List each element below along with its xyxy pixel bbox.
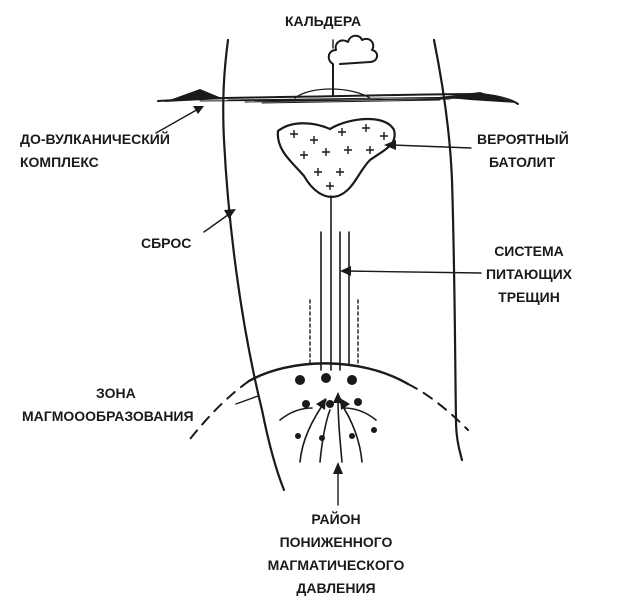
arrowhead-low-pressure — [333, 462, 343, 474]
label-magma-generation-zone: ЗОНА МАГМОООБРАЗОВАНИЯ — [22, 382, 194, 428]
label-fault: СБРОС — [141, 232, 191, 255]
magma-zone-dashed-left — [186, 381, 249, 444]
label-magma-zone-line2: МАГМОООБРАЗОВАНИЯ — [22, 405, 194, 428]
label-feeder-line2: ПИТАЮЩИХ — [474, 263, 584, 286]
label-probable-batholith: ВЕРОЯТНЫЙ БАТОЛИТ — [477, 128, 569, 174]
label-magma-zone-line1: ЗОНА — [22, 382, 194, 405]
label-caldera-text: КАЛЬДЕРА — [285, 10, 361, 33]
feeder-fractures — [310, 232, 358, 370]
fault-line-right — [434, 40, 462, 460]
leader-feeder — [346, 271, 481, 273]
label-pre-volcanic-line2: КОМПЛЕКС — [20, 151, 170, 174]
fault-line-left — [223, 40, 284, 490]
label-pre-volcanic-line1: ДО-ВУЛКАНИЧЕСКИЙ — [20, 128, 170, 151]
arrowhead-feeder — [340, 266, 351, 276]
leader-magma-zone — [236, 396, 258, 404]
arrowhead-fault — [224, 209, 236, 219]
pre-volcanic-wedge — [164, 89, 224, 102]
label-batholith-line2: БАТОЛИТ — [477, 151, 569, 174]
label-low-pressure-area: РАЙОН ПОНИЖЕННОГО МАГМАТИЧЕСКОГО ДАВЛЕНИ… — [256, 508, 416, 600]
label-feeder-line1: СИСТЕМА — [474, 240, 584, 263]
batholith-body — [278, 119, 395, 197]
arrowhead-conv-3 — [333, 392, 343, 403]
leader-batholith — [392, 145, 471, 148]
label-low-pressure-line2: ПОНИЖЕННОГО — [256, 531, 416, 554]
magma-droplets-icon — [295, 373, 377, 441]
label-low-pressure-line1: РАЙОН — [256, 508, 416, 531]
magma-zone-dashed-right — [408, 384, 468, 430]
arrowhead-pre-volcanic — [193, 106, 204, 114]
label-feeder-fracture-system: СИСТЕМА ПИТАЮЩИХ ТРЕЩИН — [474, 240, 584, 309]
label-caldera: КАЛЬДЕРА — [285, 10, 361, 33]
label-batholith-line1: ВЕРОЯТНЫЙ — [477, 128, 569, 151]
label-fault-text: СБРОС — [141, 232, 191, 255]
label-low-pressure-line4: ДАВЛЕНИЯ — [256, 577, 416, 600]
caldera-plume-icon — [329, 36, 377, 96]
label-feeder-line3: ТРЕЩИН — [474, 286, 584, 309]
label-low-pressure-line3: МАГМАТИЧЕСКОГО — [256, 554, 416, 577]
label-pre-volcanic-complex: ДО-ВУЛКАНИЧЕСКИЙ КОМПЛЕКС — [20, 128, 170, 174]
